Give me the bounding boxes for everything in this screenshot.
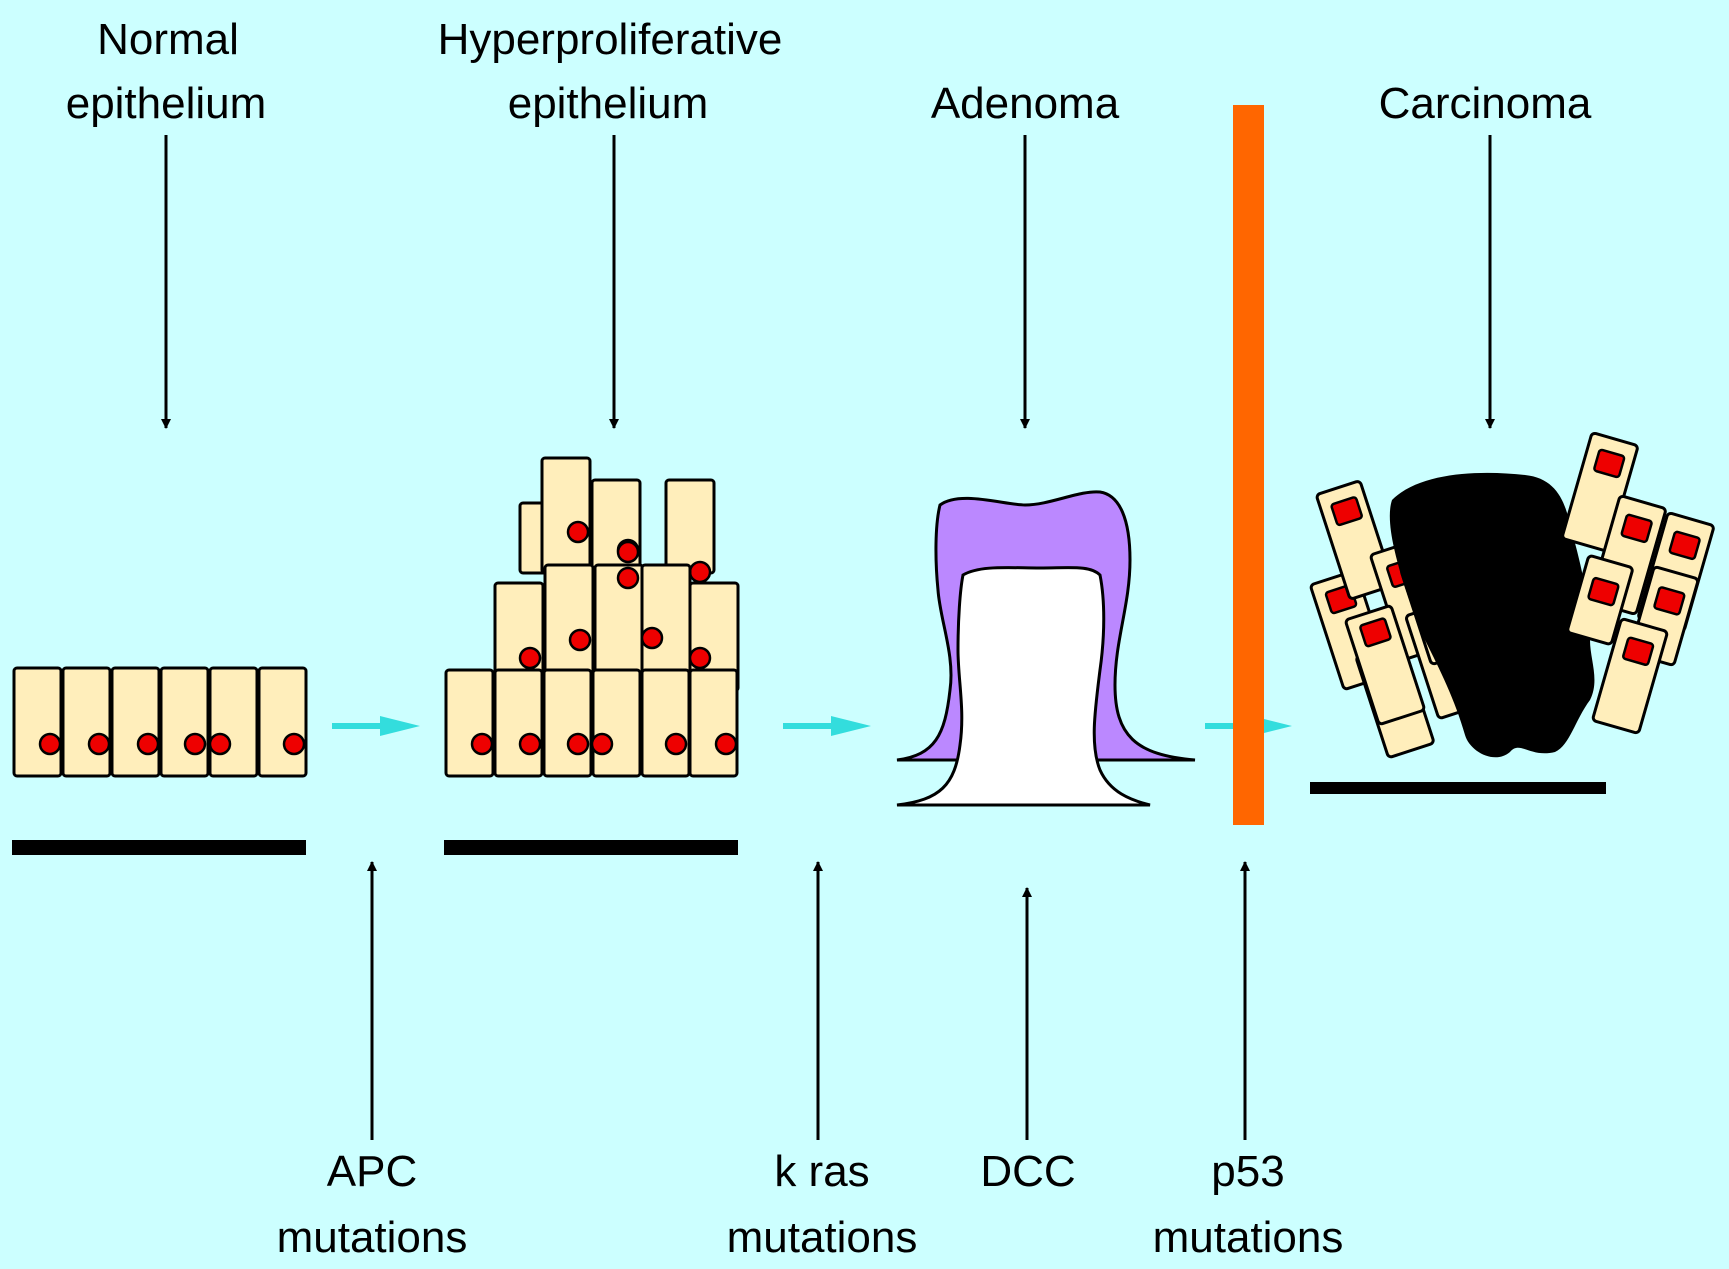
cell-nucleus (568, 734, 588, 754)
cell-nucleus (592, 734, 612, 754)
epithelial-cell (595, 565, 643, 673)
stage-label-adenoma: Adenoma (931, 79, 1120, 128)
adenoma-polyp (897, 492, 1195, 805)
epithelial-cell (542, 458, 590, 573)
cell-nucleus (570, 630, 590, 650)
mutation-pointer-arrows (372, 862, 1245, 1140)
cell-nucleus (89, 734, 109, 754)
mutation-p53-line2: mutations (1153, 1213, 1344, 1262)
stage-hyper-line2: epithelium (508, 79, 709, 128)
cell-nucleus (666, 734, 686, 754)
cell-nucleus (520, 734, 540, 754)
stage-normal-line2: epithelium (66, 79, 267, 128)
normal-cells (14, 668, 306, 776)
epithelial-cell (690, 670, 737, 776)
mutation-apc-line2: mutations (277, 1213, 468, 1262)
epithelial-cell (63, 668, 110, 776)
cell-nucleus (690, 648, 710, 668)
cell-nucleus (618, 542, 638, 562)
cell-nucleus (690, 562, 710, 582)
stage-pointer-arrows (166, 135, 1490, 428)
hyper-cells (446, 458, 738, 776)
mutation-p53-line1: p53 (1211, 1147, 1284, 1196)
stage-label-carcinoma: Carcinoma (1379, 79, 1592, 128)
mutation-apc-line1: APC (327, 1147, 417, 1196)
cell-nucleus (472, 734, 492, 754)
normal-epithelium (12, 668, 306, 855)
epithelial-cell (592, 670, 640, 776)
stage-label-hyperproliferative: Hyperproliferative epithelium (438, 15, 783, 128)
epithelial-cell (495, 583, 543, 673)
flow-arrow-1 (332, 716, 420, 736)
cell-nucleus (568, 522, 588, 542)
epithelial-cell (112, 668, 159, 776)
epithelial-cell (642, 565, 690, 673)
cell-nucleus (520, 648, 540, 668)
epithelial-cell (14, 668, 61, 776)
carcinoma-tumor (1310, 433, 1714, 794)
cell-nucleus (716, 734, 736, 754)
stage-label-normal: Normal epithelium (66, 15, 267, 128)
epithelial-cell (544, 670, 591, 776)
mutation-dcc-line1: DCC (980, 1147, 1075, 1196)
epithelial-cell (161, 668, 208, 776)
cell-nucleus (138, 734, 158, 754)
cell-nucleus (40, 734, 60, 754)
mutation-label-p53: p53 mutations (1153, 1147, 1344, 1262)
stage-adenoma-line2: Adenoma (931, 79, 1120, 128)
basement-membrane-normal (12, 840, 306, 855)
mutation-label-apc: APC mutations (277, 1147, 468, 1262)
epithelial-cell (495, 670, 542, 776)
flow-arrow-2 (783, 716, 871, 736)
basement-membrane-hyper (444, 840, 738, 855)
basement-membrane-carcinoma (1310, 782, 1606, 794)
cell-nucleus (284, 734, 304, 754)
epithelial-cell (210, 668, 257, 776)
p53-barrier (1233, 105, 1264, 825)
mutation-kras-line1: k ras (774, 1147, 869, 1196)
cell-nucleus (185, 734, 205, 754)
mutation-label-dcc: DCC (980, 1147, 1075, 1196)
cell-nucleus (618, 568, 638, 588)
epithelial-cell (446, 670, 493, 776)
stage-carcinoma-line2: Carcinoma (1379, 79, 1592, 128)
hyperproliferative-epithelium (444, 458, 738, 855)
epithelial-cell (259, 668, 306, 776)
stage-normal-line1: Normal (97, 15, 239, 64)
mutation-kras-line2: mutations (727, 1213, 918, 1262)
stage-hyper-line1: Hyperproliferative (438, 15, 783, 64)
epithelial-cell (545, 565, 593, 673)
cell-nucleus (210, 734, 230, 754)
epithelial-cell (642, 670, 689, 776)
cell-nucleus (642, 628, 662, 648)
mutation-label-kras: k ras mutations (727, 1147, 918, 1262)
